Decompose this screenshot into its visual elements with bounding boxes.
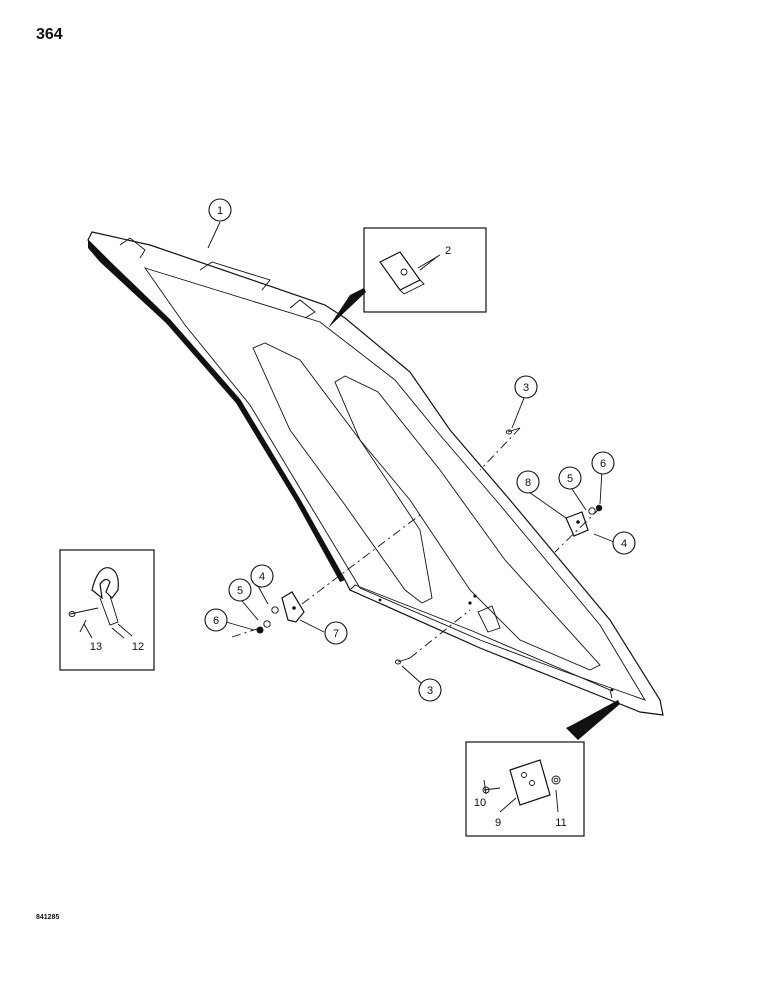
detail-box-2 bbox=[328, 227, 487, 328]
main-panel bbox=[87, 231, 664, 716]
callout-2: 2 bbox=[445, 245, 451, 257]
callout-5-left: 5 bbox=[228, 578, 252, 602]
callout-12-label: 12 bbox=[132, 641, 144, 653]
detail-box-12-13 bbox=[59, 549, 155, 671]
callout-13: 13 bbox=[90, 641, 102, 653]
callout-7: 7 bbox=[324, 621, 348, 645]
callout-4-left-label: 4 bbox=[259, 571, 265, 583]
callout-13-label: 13 bbox=[90, 641, 102, 653]
callout-4-right-label: 4 bbox=[621, 538, 627, 550]
callout-10-label: 10 bbox=[474, 797, 486, 809]
callout-11: 11 bbox=[555, 817, 566, 829]
center-lines bbox=[231, 427, 601, 659]
callout-7-label: 7 bbox=[333, 628, 339, 640]
detail-box-9-10-11 bbox=[465, 700, 620, 837]
callout-9: 9 bbox=[495, 817, 501, 829]
callout-11-label: 11 bbox=[555, 817, 566, 829]
callout-3-lower-label: 3 bbox=[427, 685, 433, 697]
callout-8-label: 8 bbox=[525, 477, 531, 489]
callout-6-left: 6 bbox=[204, 608, 228, 632]
callout-6-right-label: 6 bbox=[600, 458, 606, 470]
callout-1: 1 bbox=[208, 198, 232, 222]
leader-lines bbox=[83, 221, 615, 813]
right-hinge-hardware bbox=[506, 427, 603, 537]
callout-6-right: 6 bbox=[591, 451, 615, 475]
callout-9-label: 9 bbox=[495, 817, 501, 829]
callout-12: 12 bbox=[132, 641, 144, 653]
callout-3-lower: 3 bbox=[418, 678, 442, 702]
callout-3-upper: 3 bbox=[514, 375, 538, 399]
drawing-code: 841285 bbox=[36, 914, 60, 921]
page-number: 364 bbox=[36, 26, 63, 43]
callout-4-left: 4 bbox=[250, 564, 274, 588]
callout-1-label: 1 bbox=[217, 205, 223, 217]
callout-5-left-label: 5 bbox=[237, 585, 243, 597]
callout-4-right: 4 bbox=[612, 531, 636, 555]
callout-6-left-label: 6 bbox=[213, 615, 219, 627]
callout-5-right-label: 5 bbox=[567, 473, 573, 485]
callout-2-label: 2 bbox=[445, 245, 451, 257]
callout-10: 10 bbox=[474, 797, 486, 809]
callout-3-upper-label: 3 bbox=[523, 382, 529, 394]
callout-8: 8 bbox=[516, 470, 540, 494]
callout-5-right: 5 bbox=[558, 466, 582, 490]
